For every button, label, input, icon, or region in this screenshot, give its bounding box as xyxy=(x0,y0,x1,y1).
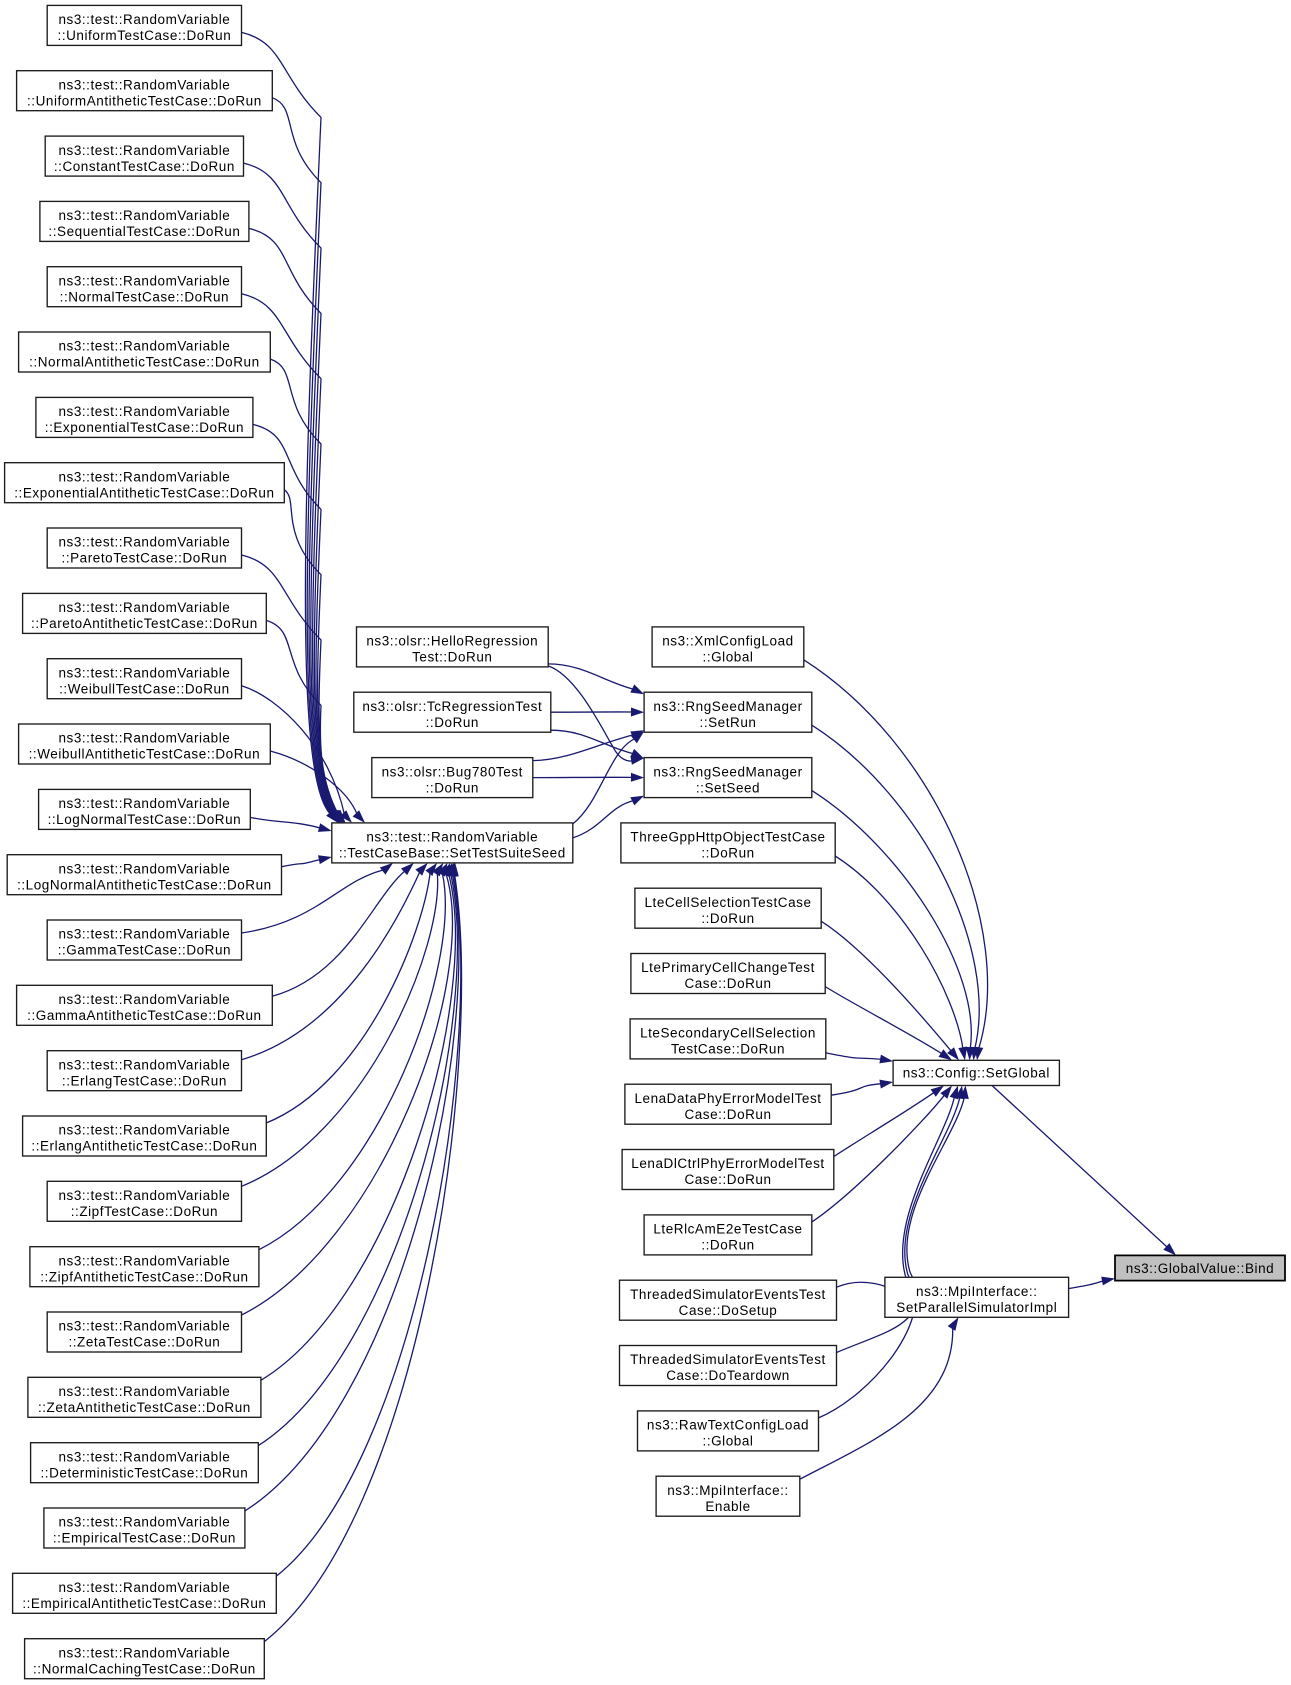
svg-text:ns3::Config::SetGlobal: ns3::Config::SetGlobal xyxy=(903,1066,1050,1081)
svg-text:ns3::test::RandomVariable: ns3::test::RandomVariable xyxy=(58,1188,230,1203)
svg-text:SetParallelSimulatorImpl: SetParallelSimulatorImpl xyxy=(896,1300,1057,1315)
svg-text:ns3::test::RandomVariable: ns3::test::RandomVariable xyxy=(58,469,230,484)
svg-text:::ZetaTestCase::DoRun: ::ZetaTestCase::DoRun xyxy=(68,1335,220,1350)
svg-text:ns3::test::RandomVariable: ns3::test::RandomVariable xyxy=(58,1253,230,1268)
svg-text:::SetSeed: ::SetSeed xyxy=(696,780,760,795)
svg-text:::EmpiricalAntitheticTestCase:: ::EmpiricalAntitheticTestCase::DoRun xyxy=(22,1596,266,1611)
svg-text:ns3::test::RandomVariable: ns3::test::RandomVariable xyxy=(58,404,230,419)
svg-text:ns3::test::RandomVariable: ns3::test::RandomVariable xyxy=(58,1319,230,1334)
svg-text:ns3::olsr::TcRegressionTest: ns3::olsr::TcRegressionTest xyxy=(362,699,542,714)
svg-text:::ParetoTestCase::DoRun: ::ParetoTestCase::DoRun xyxy=(62,551,228,566)
svg-text:LteCellSelectionTestCase: LteCellSelectionTestCase xyxy=(644,895,811,910)
svg-text:::DoRun: ::DoRun xyxy=(701,911,754,926)
svg-text:::ZipfAntitheticTestCase::DoRu: ::ZipfAntitheticTestCase::DoRun xyxy=(40,1269,248,1284)
svg-text:::LogNormalTestCase::DoRun: ::LogNormalTestCase::DoRun xyxy=(48,812,242,827)
svg-text:LteRlcAmE2eTestCase: LteRlcAmE2eTestCase xyxy=(653,1222,802,1237)
svg-text:Case::DoRun: Case::DoRun xyxy=(684,1107,771,1122)
svg-text:ns3::test::RandomVariable: ns3::test::RandomVariable xyxy=(58,339,230,354)
svg-text:ns3::test::RandomVariable: ns3::test::RandomVariable xyxy=(58,927,230,942)
svg-text:::DoRun: ::DoRun xyxy=(701,846,754,861)
svg-text:ThreadedSimulatorEventsTest: ThreadedSimulatorEventsTest xyxy=(630,1352,826,1367)
svg-text:::DoRun: ::DoRun xyxy=(426,715,479,730)
svg-text:ns3::test::RandomVariable: ns3::test::RandomVariable xyxy=(58,861,230,876)
svg-text:::ErlangTestCase::DoRun: ::ErlangTestCase::DoRun xyxy=(62,1073,227,1088)
svg-text:::NormalAntitheticTestCase::Do: ::NormalAntitheticTestCase::DoRun xyxy=(29,355,260,370)
svg-text:::WeibullTestCase::DoRun: ::WeibullTestCase::DoRun xyxy=(59,681,230,696)
svg-text:::GammaTestCase::DoRun: ::GammaTestCase::DoRun xyxy=(58,943,231,958)
svg-text:::ConstantTestCase::DoRun: ::ConstantTestCase::DoRun xyxy=(54,159,235,174)
svg-text:::TestCaseBase::SetTestSuiteSe: ::TestCaseBase::SetTestSuiteSeed xyxy=(339,846,566,861)
svg-text:::ExponentialAntitheticTestCas: ::ExponentialAntitheticTestCase::DoRun xyxy=(14,485,274,500)
svg-text:::Global: ::Global xyxy=(703,650,754,665)
svg-text:::EmpiricalTestCase::DoRun: ::EmpiricalTestCase::DoRun xyxy=(53,1531,236,1546)
svg-text:ns3::RngSeedManager: ns3::RngSeedManager xyxy=(653,699,802,714)
svg-text:TestCase::DoRun: TestCase::DoRun xyxy=(671,1042,785,1057)
svg-text:ns3::RawTextConfigLoad: ns3::RawTextConfigLoad xyxy=(647,1418,809,1433)
svg-text:ns3::RngSeedManager: ns3::RngSeedManager xyxy=(653,764,802,779)
svg-text:ns3::MpiInterface::: ns3::MpiInterface:: xyxy=(916,1284,1038,1299)
svg-text:::WeibullAntitheticTestCase::D: ::WeibullAntitheticTestCase::DoRun xyxy=(29,747,261,762)
svg-text:ns3::test::RandomVariable: ns3::test::RandomVariable xyxy=(58,796,230,811)
svg-text:::SequentialTestCase::DoRun: ::SequentialTestCase::DoRun xyxy=(48,224,240,239)
svg-text:::Global: ::Global xyxy=(703,1434,754,1449)
svg-text:Case::DoRun: Case::DoRun xyxy=(684,976,771,991)
svg-text:ns3::test::RandomVariable: ns3::test::RandomVariable xyxy=(58,665,230,680)
svg-text:::UniformTestCase::DoRun: ::UniformTestCase::DoRun xyxy=(58,28,232,43)
svg-text:ns3::MpiInterface::: ns3::MpiInterface:: xyxy=(667,1483,789,1498)
svg-text:ns3::test::RandomVariable: ns3::test::RandomVariable xyxy=(58,1645,230,1660)
svg-text:ns3::test::RandomVariable: ns3::test::RandomVariable xyxy=(58,1057,230,1072)
svg-text:ns3::test::RandomVariable: ns3::test::RandomVariable xyxy=(58,600,230,615)
svg-text:ThreeGppHttpObjectTestCase: ThreeGppHttpObjectTestCase xyxy=(630,830,825,845)
svg-text:ns3::test::RandomVariable: ns3::test::RandomVariable xyxy=(58,273,230,288)
svg-text:::ExponentialTestCase::DoRun: ::ExponentialTestCase::DoRun xyxy=(45,420,244,435)
svg-text:ThreadedSimulatorEventsTest: ThreadedSimulatorEventsTest xyxy=(630,1287,826,1302)
svg-text:Case::DoTeardown: Case::DoTeardown xyxy=(666,1368,790,1383)
svg-text:ns3::XmlConfigLoad: ns3::XmlConfigLoad xyxy=(662,634,793,649)
svg-text:::LogNormalAntitheticTestCase:: ::LogNormalAntitheticTestCase::DoRun xyxy=(17,877,272,892)
svg-text:ns3::test::RandomVariable: ns3::test::RandomVariable xyxy=(58,143,230,158)
svg-text:::DeterministicTestCase::DoRun: ::DeterministicTestCase::DoRun xyxy=(40,1465,248,1480)
svg-text:ns3::test::RandomVariable: ns3::test::RandomVariable xyxy=(58,1515,230,1530)
svg-text:::ZipfTestCase::DoRun: ::ZipfTestCase::DoRun xyxy=(71,1204,218,1219)
svg-text:ns3::test::RandomVariable: ns3::test::RandomVariable xyxy=(366,830,538,845)
svg-text:ns3::test::RandomVariable: ns3::test::RandomVariable xyxy=(58,535,230,550)
svg-text:Case::DoRun: Case::DoRun xyxy=(684,1172,771,1187)
svg-text:::SetRun: ::SetRun xyxy=(700,715,757,730)
svg-text:::ZetaAntitheticTestCase::DoRu: ::ZetaAntitheticTestCase::DoRun xyxy=(38,1400,251,1415)
svg-text:ns3::test::RandomVariable: ns3::test::RandomVariable xyxy=(58,992,230,1007)
svg-text:Enable: Enable xyxy=(705,1499,750,1514)
svg-text:ns3::test::RandomVariable: ns3::test::RandomVariable xyxy=(58,1123,230,1138)
svg-text:::DoRun: ::DoRun xyxy=(701,1238,754,1253)
svg-text:ns3::test::RandomVariable: ns3::test::RandomVariable xyxy=(58,208,230,223)
svg-text:LenaDlCtrlPhyErrorModelTest: LenaDlCtrlPhyErrorModelTest xyxy=(631,1156,824,1171)
svg-text:::GammaAntitheticTestCase::DoR: ::GammaAntitheticTestCase::DoRun xyxy=(27,1008,261,1023)
svg-text:Test::DoRun: Test::DoRun xyxy=(412,650,492,665)
svg-text:ns3::test::RandomVariable: ns3::test::RandomVariable xyxy=(58,1449,230,1464)
svg-text:ns3::test::RandomVariable: ns3::test::RandomVariable xyxy=(58,12,230,27)
svg-text:LteSecondaryCellSelection: LteSecondaryCellSelection xyxy=(640,1026,816,1041)
svg-text:ns3::test::RandomVariable: ns3::test::RandomVariable xyxy=(58,1384,230,1399)
svg-text:ns3::olsr::HelloRegression: ns3::olsr::HelloRegression xyxy=(366,634,538,649)
svg-text:::DoRun: ::DoRun xyxy=(426,780,479,795)
svg-text:ns3::GlobalValue::Bind: ns3::GlobalValue::Bind xyxy=(1126,1261,1274,1276)
svg-text:::NormalTestCase::DoRun: ::NormalTestCase::DoRun xyxy=(60,289,229,304)
svg-text:LenaDataPhyErrorModelTest: LenaDataPhyErrorModelTest xyxy=(634,1091,821,1106)
svg-text:LtePrimaryCellChangeTest: LtePrimaryCellChangeTest xyxy=(641,960,815,975)
svg-text:ns3::test::RandomVariable: ns3::test::RandomVariable xyxy=(58,731,230,746)
svg-text:Case::DoSetup: Case::DoSetup xyxy=(679,1303,778,1318)
svg-text:ns3::test::RandomVariable: ns3::test::RandomVariable xyxy=(58,1580,230,1595)
svg-text:ns3::olsr::Bug780Test: ns3::olsr::Bug780Test xyxy=(382,764,523,779)
svg-text:ns3::test::RandomVariable: ns3::test::RandomVariable xyxy=(58,77,230,92)
svg-text:::UniformAntitheticTestCase::D: ::UniformAntitheticTestCase::DoRun xyxy=(27,93,262,108)
svg-text:::ErlangAntitheticTestCase::Do: ::ErlangAntitheticTestCase::DoRun xyxy=(31,1139,257,1154)
svg-text:::ParetoAntitheticTestCase::Do: ::ParetoAntitheticTestCase::DoRun xyxy=(31,616,258,631)
svg-text:::NormalCachingTestCase::DoRun: ::NormalCachingTestCase::DoRun xyxy=(33,1661,256,1676)
